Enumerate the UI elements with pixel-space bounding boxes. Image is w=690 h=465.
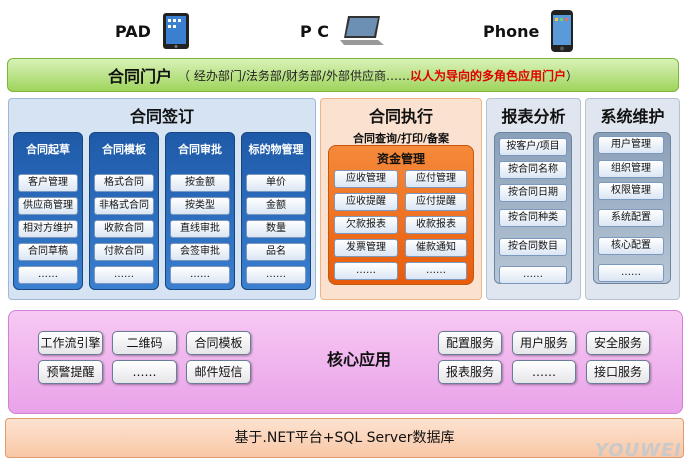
sign-item: ……	[18, 266, 78, 284]
exec-subtitle: 合同查询/打印/备案	[352, 132, 450, 145]
fund-title: 资金管理	[376, 152, 425, 166]
core-service-button: 报表服务	[438, 360, 502, 384]
sys-item: ……	[598, 264, 664, 282]
sign-item: 付款合同	[94, 243, 154, 261]
core-title: 核心应用	[327, 350, 392, 369]
tablet-icon	[162, 12, 190, 50]
fund-item: 收款报表	[405, 216, 467, 234]
sys-title: 系统维护	[600, 107, 665, 126]
core-service-button: 二维码	[112, 331, 177, 355]
report-item: 按合同名称	[499, 161, 567, 179]
device-phone-label: Phone	[483, 22, 540, 41]
laptop-icon	[338, 14, 386, 48]
sign-item: 按类型	[170, 197, 230, 215]
sign-item: 相对方维护	[18, 220, 78, 238]
core-service-button: ……	[112, 360, 177, 384]
fund-item: 应收管理	[334, 170, 398, 188]
sys-column	[593, 132, 671, 284]
sign-item: 直线审批	[170, 220, 230, 238]
report-item: 按合同种类	[499, 209, 567, 227]
sign-item: 格式合同	[94, 174, 154, 192]
sign-item: 客户管理	[18, 174, 78, 192]
sign-item: 金额	[246, 197, 306, 215]
sign-item: ……	[246, 266, 306, 284]
sign-column-header: 标的物管理	[248, 143, 304, 156]
report-title: 报表分析	[501, 107, 566, 126]
sign-column-header: 合同起草	[26, 143, 70, 156]
sign-title: 合同签订	[129, 107, 194, 126]
portal-title: 合同门户	[108, 67, 173, 86]
core-service-button: ……	[512, 360, 576, 384]
core-service-button: 合同模板	[186, 331, 251, 355]
core-service-button: 接口服务	[586, 360, 650, 384]
sign-item: 会签审批	[170, 243, 230, 261]
sign-item: 数量	[246, 220, 306, 238]
fund-item: 发票管理	[334, 239, 398, 257]
portal-bar: 合同门户 （ 经办部门/法务部/财务部/外部供应商…… 以人为导向的多角色应用门…	[7, 58, 679, 92]
sign-column-header: 合同模板	[102, 143, 146, 156]
sys-item: 组织管理	[598, 160, 664, 178]
sign-item: 非格式合同	[94, 197, 154, 215]
sign-item: 单价	[246, 174, 306, 192]
watermark: YOUWEI	[594, 440, 682, 461]
fund-item: 催款通知	[405, 239, 467, 257]
portal-close-paren: ）	[565, 68, 578, 83]
sign-item: ……	[170, 266, 230, 284]
sign-column-header: 合同审批	[178, 143, 222, 156]
fund-item: ……	[405, 262, 467, 280]
fund-item: 应付管理	[405, 170, 467, 188]
core-service-button: 预警提醒	[38, 360, 103, 384]
fund-item: 欠款报表	[334, 216, 398, 234]
core-service-button: 工作流引擎	[38, 331, 103, 355]
report-item: 按合同日期	[499, 184, 567, 202]
phone-icon	[550, 9, 574, 53]
exec-title: 合同执行	[368, 107, 433, 126]
sys-item: 系统配置	[598, 209, 664, 227]
sign-item: 品名	[246, 243, 306, 261]
platform-bar: 基于.NET平台+SQL Server数据库	[5, 418, 684, 458]
core-panel: 核心应用	[8, 310, 683, 414]
fund-item: 应付提醒	[405, 193, 467, 211]
sign-item: 收款合同	[94, 220, 154, 238]
sign-item: 供应商管理	[18, 197, 78, 215]
core-service-button: 邮件短信	[186, 360, 251, 384]
sign-item: 按金额	[170, 174, 230, 192]
report-item: 按客户/项目	[499, 138, 567, 156]
report-item: 按合同数目	[499, 238, 567, 256]
sys-item: 核心配置	[598, 237, 664, 255]
sys-item: 权限管理	[598, 182, 664, 200]
report-item: ……	[499, 266, 567, 284]
device-pad-label: PAD	[115, 22, 151, 41]
portal-highlight: 以人为导向的多角色应用门户	[409, 68, 566, 83]
core-service-button: 安全服务	[586, 331, 650, 355]
sign-item: 合同草稿	[18, 243, 78, 261]
fund-item: ……	[334, 262, 398, 280]
fund-item: 应收提醒	[334, 193, 398, 211]
sys-item: 用户管理	[598, 136, 664, 154]
core-service-button: 配置服务	[438, 331, 502, 355]
sign-item: ……	[94, 266, 154, 284]
device-pc-label: P C	[300, 22, 330, 41]
portal-subtitle: （ 经办部门/法务部/财务部/外部供应商……	[178, 68, 410, 83]
fund-management-box: 资金管理	[328, 145, 474, 285]
core-service-button: 用户服务	[512, 331, 576, 355]
